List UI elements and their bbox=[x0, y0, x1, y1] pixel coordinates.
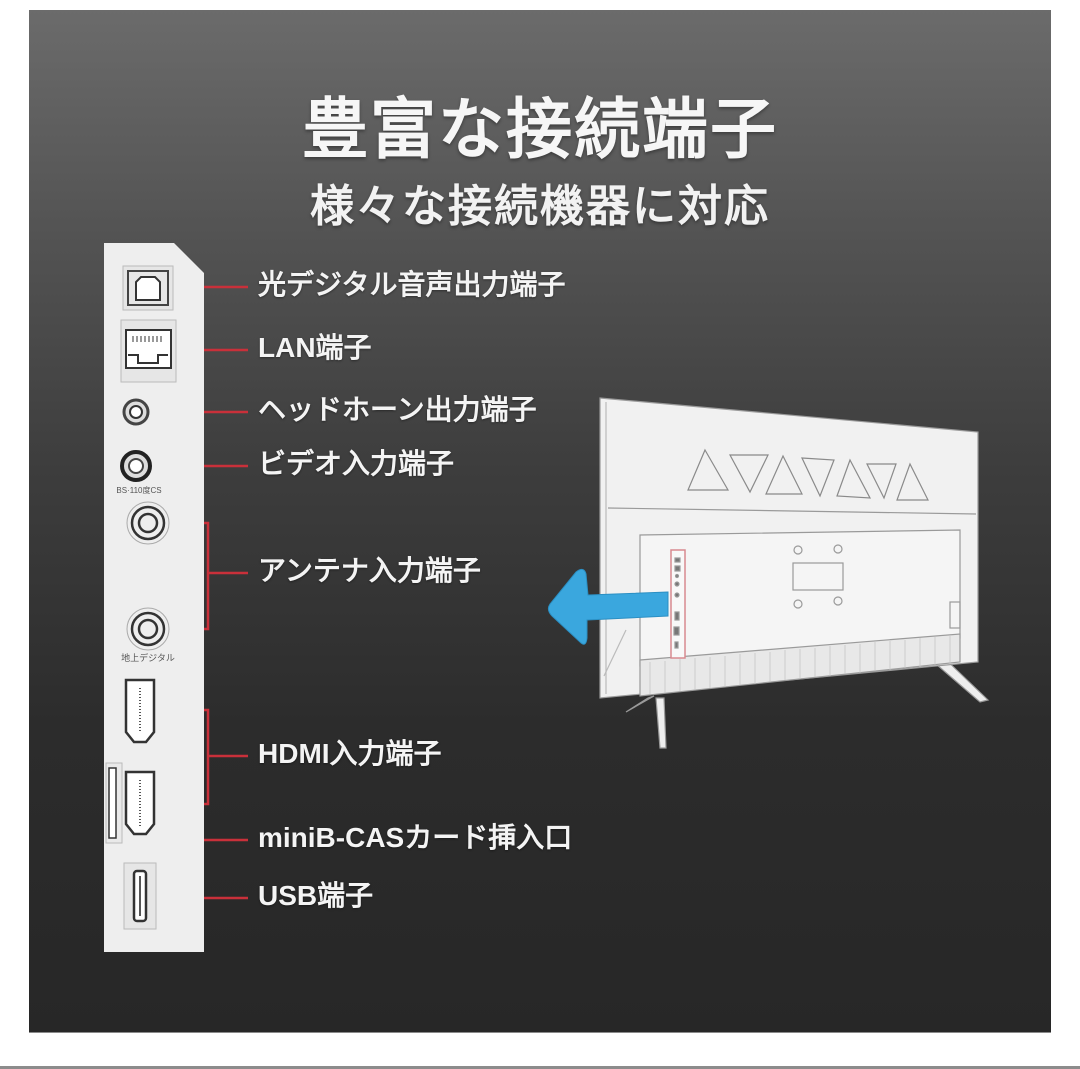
port-panel bbox=[104, 243, 204, 952]
label-bcas: miniB-CASカード挿入口 bbox=[258, 822, 573, 853]
label-headphone: ヘッドホーン出力端子 bbox=[258, 394, 537, 425]
divider bbox=[0, 1066, 1080, 1069]
label-antenna: アンテナ入力端子 bbox=[258, 555, 481, 586]
label-video: ビデオ入力端子 bbox=[258, 448, 455, 479]
page-title: 豊富な接続端子 bbox=[302, 90, 778, 168]
tv-back-icon bbox=[547, 397, 990, 749]
label-hdmi: HDMI入力端子 bbox=[258, 738, 442, 769]
label-lan: LAN端子 bbox=[258, 332, 372, 363]
page-subtitle: 様々な接続機器に対応 bbox=[310, 181, 770, 232]
label-usb: USB端子 bbox=[258, 880, 374, 911]
arrow-left-icon bbox=[547, 568, 669, 645]
label-optical: 光デジタル音声出力端子 bbox=[258, 269, 566, 300]
